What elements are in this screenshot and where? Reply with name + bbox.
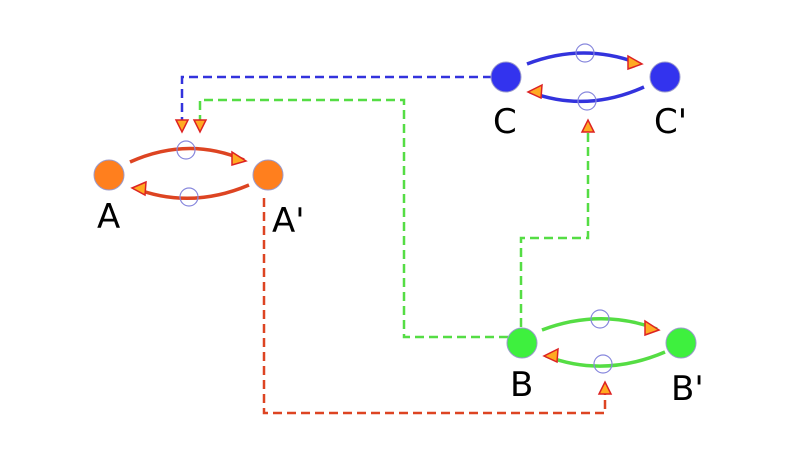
arrowhead-icon	[526, 83, 543, 100]
arc-a-to-a2	[129, 146, 245, 164]
arc-a2-to-a	[133, 183, 250, 200]
label-a2: A'	[272, 201, 305, 241]
node-c	[490, 61, 522, 93]
node-a	[93, 159, 125, 191]
node-a2	[252, 159, 284, 191]
small-circle-icon	[176, 140, 196, 160]
connector-b-to-c	[519, 128, 590, 327]
arrowhead-icon	[231, 150, 248, 166]
arrowhead-icon	[130, 180, 147, 197]
small-circle-icon	[593, 354, 613, 374]
label-a: A	[97, 197, 120, 237]
arrowhead-icon	[627, 54, 644, 71]
arrowhead-icon	[597, 380, 613, 395]
connector-a2-to-b	[262, 198, 607, 415]
label-b2: B'	[671, 369, 704, 409]
arrowhead-icon	[542, 347, 559, 364]
label-c: C	[493, 102, 517, 142]
label-c2: C'	[654, 102, 687, 142]
node-c2	[649, 61, 681, 93]
node-b2	[665, 327, 697, 359]
arc-b2-to-b	[545, 350, 666, 368]
connector-b-to-a	[198, 98, 508, 339]
node-b	[506, 327, 538, 359]
small-circle-icon	[590, 309, 610, 329]
connector-c-to-a	[180, 75, 492, 128]
small-circle-icon	[577, 91, 597, 111]
arc-c2-to-c	[529, 85, 645, 104]
arrowhead-icon	[644, 319, 661, 337]
label-b: B	[510, 365, 533, 405]
small-circle-icon	[179, 187, 199, 207]
arrowhead-icon	[174, 119, 190, 134]
arrowhead-icon	[192, 119, 208, 134]
small-circle-icon	[575, 43, 595, 63]
arrowhead-icon	[580, 118, 596, 133]
